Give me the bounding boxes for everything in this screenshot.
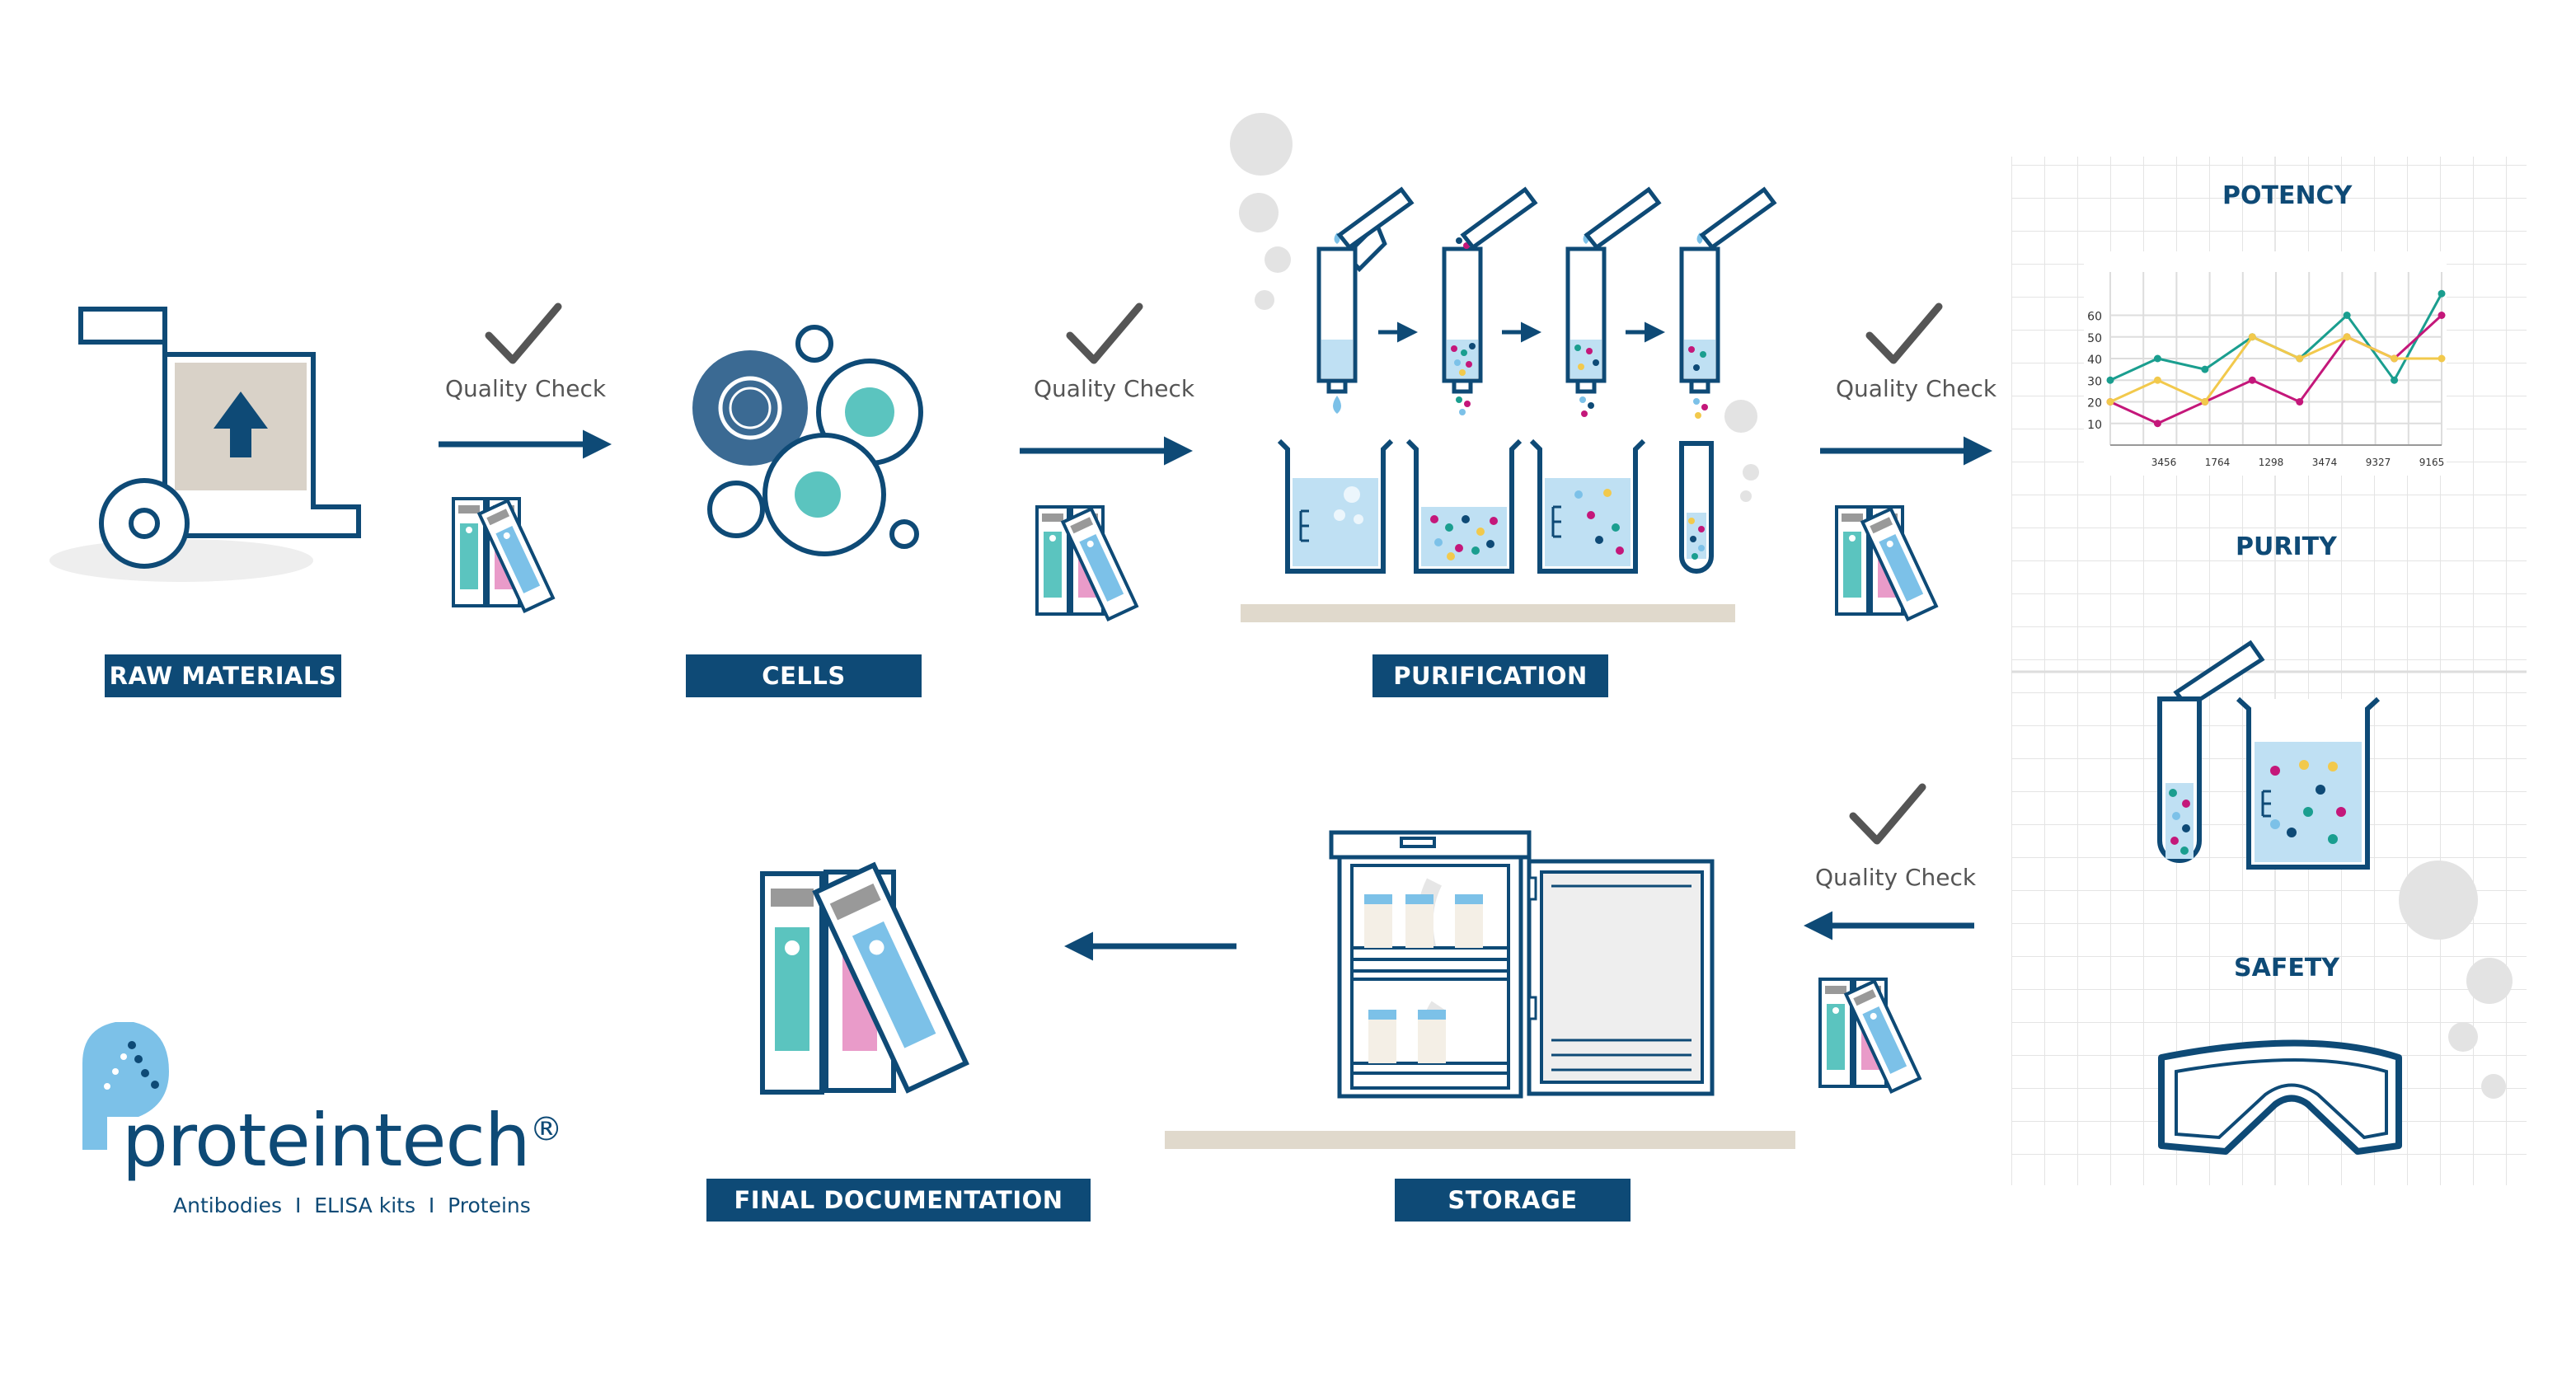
- quality-check-label-1: Quality Check: [445, 375, 607, 402]
- chart-point: [2201, 398, 2209, 406]
- cells-icon: [692, 325, 923, 556]
- chart-point: [2296, 398, 2304, 406]
- chart-xtick-label: 3474: [2312, 457, 2338, 468]
- chart-point: [2391, 376, 2399, 384]
- stage-label-cells: CELLS: [686, 654, 922, 697]
- check-icon-3: [1865, 302, 1943, 364]
- chart-ytick-label: 50: [2087, 332, 2102, 345]
- section-title-potency: POTENCY: [2222, 181, 2353, 210]
- chart-point: [2106, 376, 2114, 384]
- quality-check-label-3: Quality Check: [1836, 375, 1997, 402]
- brand-tagline: Antibodies I ELISA kits I Proteins: [173, 1193, 531, 1217]
- binders-icon-4: [1818, 978, 1922, 1094]
- chart-xtick-label: 9165: [2419, 457, 2445, 468]
- quality-check-label-4: Quality Check: [1815, 864, 1977, 891]
- chart-point: [2153, 354, 2161, 363]
- chart-ytick-label: 40: [2087, 354, 2102, 367]
- stage-label-final-documentation: FINAL DOCUMENTATION: [706, 1179, 1091, 1222]
- chart-xtick-label: 1764: [2205, 457, 2231, 468]
- chart-point: [2438, 312, 2446, 319]
- chart-point: [2438, 354, 2446, 363]
- chart-series-line: [2109, 335, 2442, 404]
- fridge-icon: [1165, 830, 1795, 1149]
- chart-xtick-label: 9327: [2366, 457, 2391, 468]
- brand-name: proteintech®: [122, 1104, 563, 1177]
- proteintech-logo-icon: [82, 1022, 169, 1150]
- binders-icon-2: [1035, 505, 1139, 621]
- registered-mark: ®: [529, 1110, 563, 1149]
- stage-label-storage: STORAGE: [1395, 1179, 1631, 1222]
- chart-point: [2343, 312, 2351, 319]
- chart-point: [2153, 420, 2161, 428]
- chart-point: [2391, 354, 2399, 363]
- chart-point: [2106, 398, 2114, 406]
- chart-ytick-label: 10: [2087, 419, 2102, 432]
- binders-icon-1: [452, 497, 556, 613]
- chart-xtick-label: 1298: [2259, 457, 2284, 468]
- cart-icon: [49, 307, 361, 582]
- potency-chart: 10 20 30 40 50 60 3456 1764 1298 3474 9327 9165: [2084, 251, 2447, 476]
- chart-point: [2438, 289, 2446, 298]
- chart-ytick-label: 30: [2087, 375, 2102, 388]
- goggles-icon: [2158, 1039, 2402, 1155]
- purification-icon: [1230, 113, 1777, 622]
- chart-point: [2248, 333, 2256, 341]
- binders-icon-3: [1835, 505, 1939, 621]
- chart-point: [2248, 376, 2256, 384]
- check-icon-2: [1066, 302, 1143, 364]
- stage-label-raw-materials: RAW MATERIALS: [105, 654, 341, 697]
- section-title-safety: SAFETY: [2234, 954, 2339, 982]
- quality-check-label-2: Quality Check: [1034, 375, 1195, 402]
- check-icon-4: [1849, 783, 1926, 845]
- check-icon-1: [485, 302, 562, 364]
- section-title-purity: PURITY: [2236, 532, 2337, 561]
- chart-xtick-label: 3456: [2151, 457, 2177, 468]
- brand-wordmark: proteintech: [122, 1098, 531, 1183]
- purity-icon: [2157, 640, 2381, 870]
- chart-point: [2201, 365, 2209, 373]
- chart-point: [2343, 333, 2351, 341]
- chart-ytick-label: 60: [2087, 311, 2102, 324]
- final-binders-icon: [760, 861, 969, 1095]
- chart-point: [2296, 354, 2304, 363]
- stage-label-purification: PURIFICATION: [1372, 654, 1608, 697]
- chart-point: [2153, 376, 2161, 384]
- chart-ytick-label: 20: [2087, 397, 2102, 410]
